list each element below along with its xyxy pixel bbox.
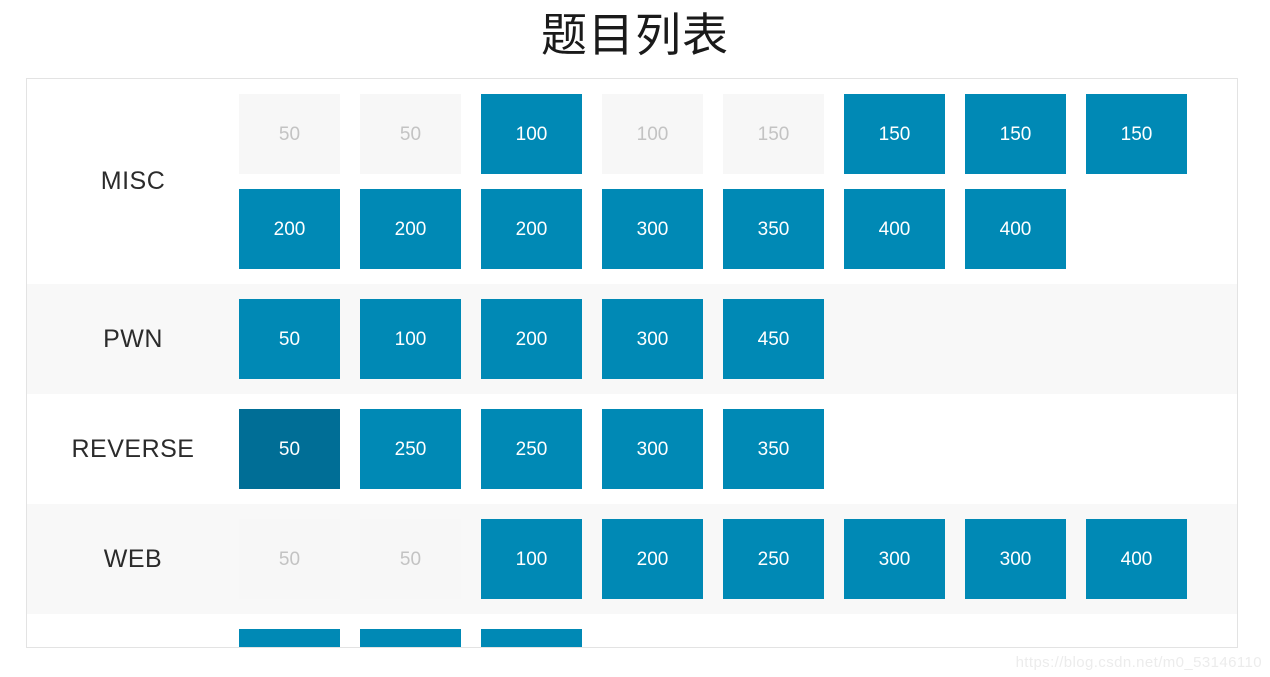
challenge-tile-active[interactable]: 50	[239, 409, 340, 489]
category-label: MISC	[100, 167, 166, 195]
page-title: 题目列表	[541, 9, 729, 61]
challenge-tile-solved[interactable]: 300	[602, 189, 703, 269]
challenge-tile-solved[interactable]: 100	[360, 299, 461, 379]
watermark: https://blog.csdn.net/m0_53146110	[1015, 654, 1262, 671]
challenge-tile-locked: 50	[360, 519, 461, 599]
challenge-tile-solved[interactable]: 150	[965, 94, 1066, 174]
challenge-tile-solved[interactable]: 350	[723, 189, 824, 269]
challenge-tile-locked: 50	[360, 94, 461, 174]
challenge-tile-solved[interactable]: 300	[602, 409, 703, 489]
challenge-tile-solved[interactable]: 100	[481, 94, 582, 174]
challenge-tile-locked: 150	[723, 94, 824, 174]
tile-line: 100 300 400	[239, 629, 1237, 647]
category-tiles: 100 300 400	[239, 614, 1237, 647]
challenge-tile-solved[interactable]: 150	[1086, 94, 1187, 174]
challenge-tile-solved[interactable]: 400	[844, 189, 945, 269]
challenge-tile-solved[interactable]: 100	[239, 629, 340, 647]
challenge-tile-locked: 100	[602, 94, 703, 174]
challenge-tile-solved[interactable]: 400	[1086, 519, 1187, 599]
challenge-tile-solved[interactable]: 300	[844, 519, 945, 599]
challenge-tile-locked: 50	[239, 94, 340, 174]
challenge-tile-locked: 50	[239, 519, 340, 599]
category-label: PWN	[103, 324, 163, 353]
challenge-tile-solved[interactable]: 250	[723, 519, 824, 599]
challenge-tile-solved[interactable]: 450	[723, 299, 824, 379]
challenge-tile-solved[interactable]: 200	[239, 189, 340, 269]
category-row: MOBILE100300400	[27, 614, 1237, 647]
category-label: WEB	[103, 544, 163, 573]
challenge-tile-solved[interactable]: 100	[481, 519, 582, 599]
challenge-tile-solved[interactable]: 350	[723, 409, 824, 489]
challenge-tile-solved[interactable]: 200	[481, 189, 582, 269]
challenge-tile-solved[interactable]: 200	[360, 189, 461, 269]
challenge-tile-solved[interactable]: 300	[965, 519, 1066, 599]
challenge-tile-solved[interactable]: 50	[239, 299, 340, 379]
challenge-tile-solved[interactable]: 200	[602, 519, 703, 599]
category-label: REVERSE	[71, 434, 195, 463]
challenge-tile-solved[interactable]: 400	[481, 629, 582, 647]
challenge-tile-solved[interactable]: 200	[481, 299, 582, 379]
challenge-tile-solved[interactable]: 250	[481, 409, 582, 489]
challenge-tile-solved[interactable]: 300	[360, 629, 461, 647]
challenge-tile-solved[interactable]: 400	[965, 189, 1066, 269]
challenge-tile-solved[interactable]: 300	[602, 299, 703, 379]
challenge-tile-solved[interactable]: 250	[360, 409, 461, 489]
challenge-tile-solved[interactable]: 150	[844, 94, 945, 174]
